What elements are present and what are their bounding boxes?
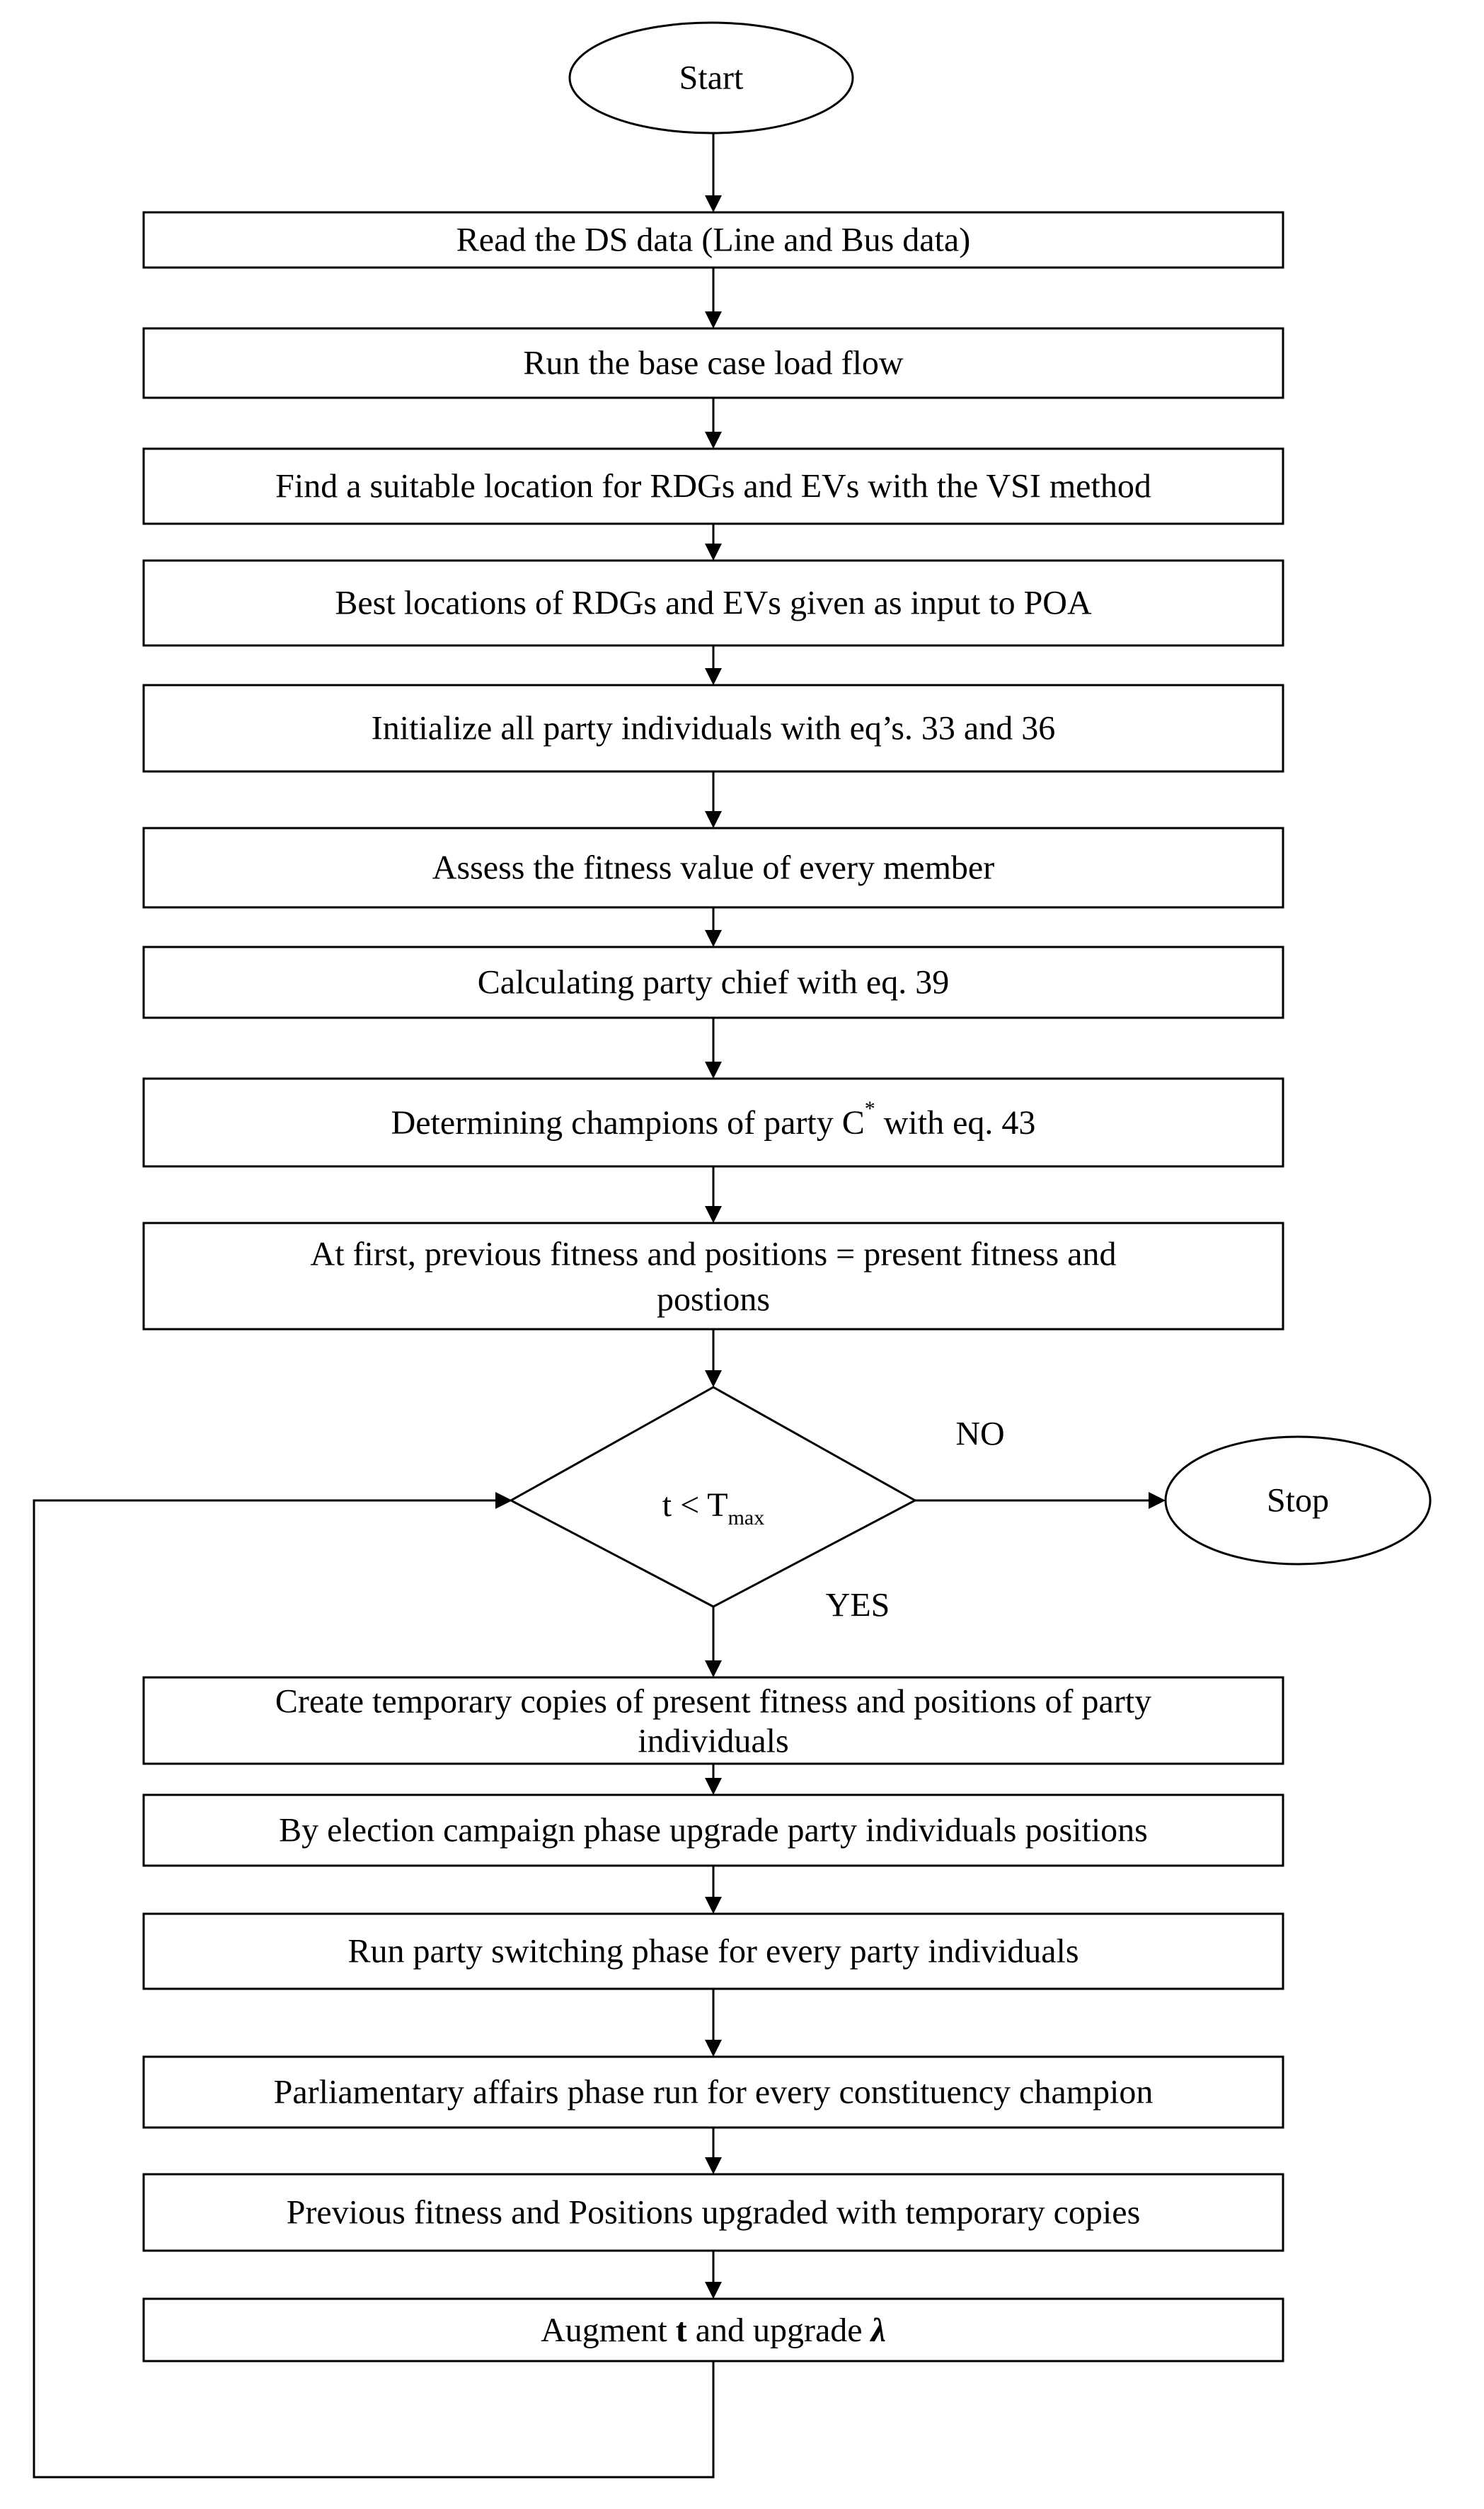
- step-label: Run the base case load flow: [523, 345, 904, 382]
- stop-label: Stop: [1267, 1482, 1329, 1520]
- process-box-parliamentary-affairs: Parliamentary affairs phase run for ever…: [142, 2055, 1284, 2129]
- arrow-head: [705, 544, 722, 561]
- step-label: Best locations of RDGs and EVs given as …: [335, 585, 1092, 622]
- process-box-read-data: Read the DS data (Line and Bus data): [142, 211, 1284, 269]
- process-box-upgrade-positions: Previous fitness and Positions upgraded …: [142, 2173, 1284, 2252]
- step-label: Find a suitable location for RDGs and EV…: [275, 468, 1151, 505]
- process-box-initialize: Initialize all party individuals with eq…: [142, 684, 1284, 773]
- start-label: Start: [679, 59, 744, 97]
- arrow-head: [705, 2282, 722, 2299]
- step-label: Augment t and upgrade λ: [541, 2312, 886, 2349]
- step-label: Parliamentary affairs phase run for ever…: [274, 2074, 1154, 2111]
- step-label: Assess the fitness value of every member: [432, 849, 994, 887]
- start-terminal: Start: [568, 21, 854, 134]
- arrow-head: [705, 930, 722, 947]
- loop-back-connector: [33, 1499, 715, 2479]
- step-label: Previous fitness and Positions upgraded …: [287, 2194, 1141, 2232]
- decision-label: t < Tmax: [662, 1486, 765, 1529]
- arrow-head: [705, 195, 722, 212]
- process-box-party-switching: Run party switching phase for every part…: [142, 1912, 1284, 1990]
- process-box-champions: Determining champions of party C* with e…: [142, 1077, 1284, 1168]
- no-label: NO: [955, 1416, 1004, 1453]
- arrow-head: [705, 2040, 722, 2057]
- arrow-head: [705, 811, 722, 828]
- arrow-head: [705, 432, 722, 449]
- arrow-head: [705, 311, 722, 328]
- step-label: Calculating party chief with eq. 39: [478, 964, 949, 1001]
- arrow-head: [705, 1660, 722, 1677]
- decision-iteration-check: t < Tmax: [508, 1386, 918, 1608]
- step-label: Run party switching phase for every part…: [347, 1933, 1079, 1970]
- arrow-head: [705, 1370, 722, 1387]
- process-box-temporary-copies: Create temporary copies of present fitne…: [142, 1676, 1284, 1765]
- connectors: [33, 133, 1166, 2479]
- process-box-party-chief: Calculating party chief with eq. 39: [142, 946, 1284, 1019]
- step-label: individuals: [638, 1723, 788, 1760]
- arrow-head: [705, 1062, 722, 1079]
- step-label: At first, previous fitness and positions…: [311, 1236, 1117, 1273]
- stop-terminal: Stop: [1164, 1435, 1432, 1566]
- process-box-assess-fitness: Assess the fitness value of every member: [142, 827, 1284, 909]
- process-box-previous-fitness: At first, previous fitness and positions…: [142, 1222, 1284, 1331]
- yes-label: YES: [826, 1587, 890, 1624]
- arrow-head: [495, 1492, 512, 1509]
- step-label: Create temporary copies of present fitne…: [275, 1683, 1151, 1721]
- arrow-head: [705, 2157, 722, 2174]
- arrow-head: [705, 1897, 722, 1914]
- step-label: By election campaign phase upgrade party…: [279, 1812, 1148, 1849]
- step-label: postions: [657, 1281, 770, 1319]
- step-label: Determining champions of party C* with e…: [391, 1097, 1036, 1142]
- process-box-election-campaign: By election campaign phase upgrade party…: [142, 1793, 1284, 1867]
- arrow-head: [705, 1206, 722, 1223]
- process-box-load-flow: Run the base case load flow: [142, 327, 1284, 399]
- arrow-head: [705, 668, 722, 685]
- arrow-head: [705, 1778, 722, 1795]
- process-box-vsi-location: Find a suitable location for RDGs and EV…: [142, 447, 1284, 525]
- process-box-best-locations: Best locations of RDGs and EVs given as …: [142, 559, 1284, 647]
- step-label: Read the DS data (Line and Bus data): [456, 222, 970, 259]
- step-label: Initialize all party individuals with eq…: [372, 710, 1055, 747]
- process-box-augment: Augment t and upgrade λ: [142, 2297, 1284, 2362]
- arrow-head: [1149, 1492, 1166, 1509]
